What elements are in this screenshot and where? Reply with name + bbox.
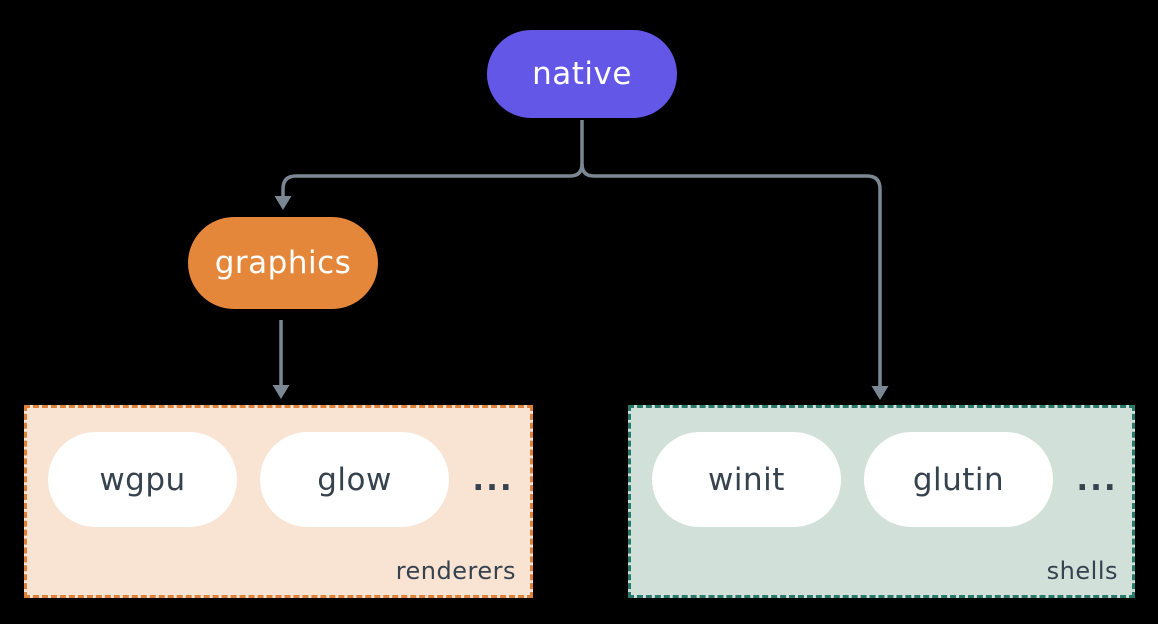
- arrowhead-to-graphics: [274, 196, 292, 210]
- node-graphics: graphics: [188, 217, 378, 309]
- group-shells: winit glutin ... shells: [628, 405, 1135, 598]
- node-winit-label: winit: [708, 461, 785, 498]
- node-glutin-label: glutin: [912, 461, 1005, 498]
- connector-native-to-shells: [580, 163, 882, 387]
- node-wgpu: wgpu: [48, 432, 237, 527]
- renderers-ellipsis: ...: [472, 461, 514, 498]
- node-glow-label: glow: [317, 461, 392, 498]
- connector-native-to-graphics: [281, 163, 584, 197]
- node-glow: glow: [260, 432, 449, 527]
- arrowhead-to-shells: [871, 386, 889, 400]
- node-graphics-label: graphics: [214, 245, 352, 281]
- node-native: native: [487, 30, 677, 118]
- node-glutin: glutin: [864, 432, 1053, 527]
- node-winit: winit: [652, 432, 841, 527]
- node-native-label: native: [532, 56, 632, 92]
- shells-ellipsis: ...: [1076, 461, 1118, 498]
- shells-group-label: shells: [1046, 557, 1118, 585]
- renderers-group-label: renderers: [395, 557, 516, 585]
- arrowhead-to-renderers: [272, 385, 290, 399]
- group-renderers: wgpu glow ... renderers: [24, 405, 533, 598]
- node-wgpu-label: wgpu: [99, 461, 186, 498]
